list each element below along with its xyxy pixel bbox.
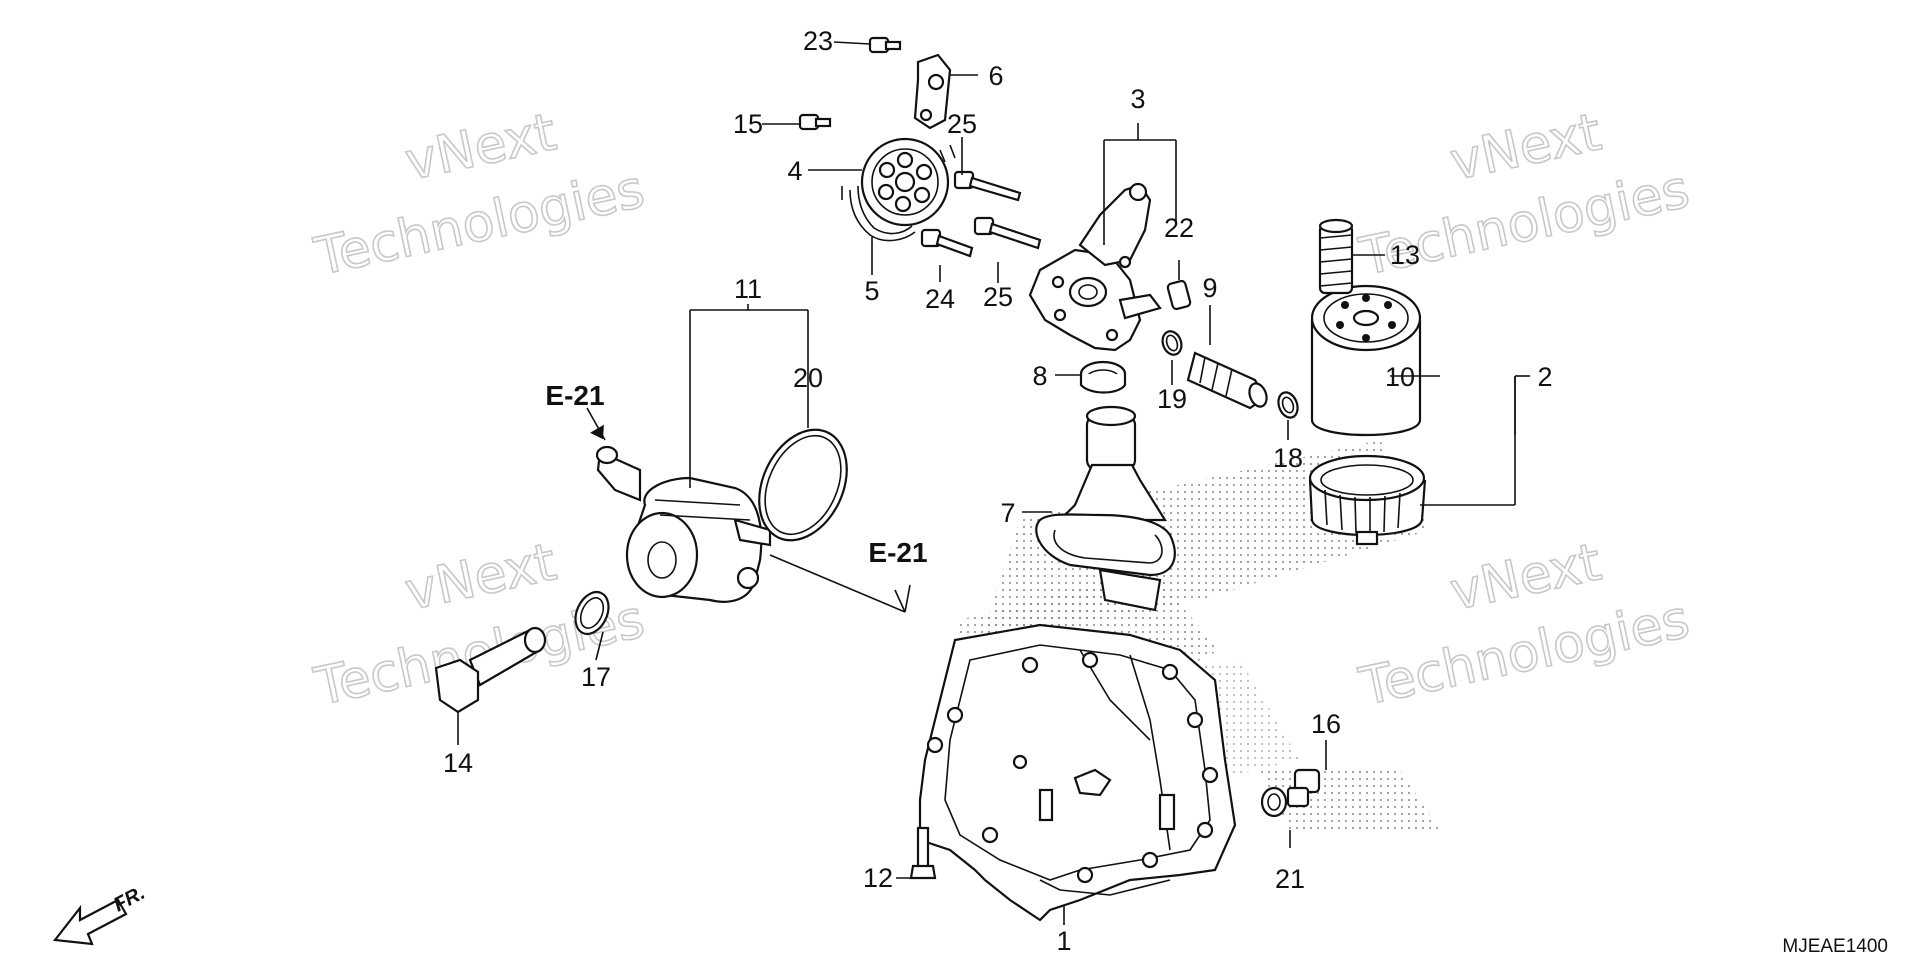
- watermark-line1: vNext: [400, 532, 561, 622]
- label-1: 1: [1056, 926, 1071, 956]
- label-5: 5: [864, 276, 879, 306]
- label-6: 6: [988, 61, 1003, 91]
- o-ring-part: [758, 428, 848, 542]
- part-labels: 23 6 15 25 4 5 24 25 3 22 9 19 18 8 7 10…: [443, 26, 1553, 956]
- sprocket-part: [860, 137, 950, 227]
- label-13: 13: [1390, 240, 1420, 270]
- label-25-upper: 25: [947, 109, 977, 139]
- label-11: 11: [734, 274, 762, 304]
- oil-strainer-part: [1035, 405, 1176, 612]
- label-12: 12: [863, 863, 893, 893]
- washer-21-part: [1260, 786, 1288, 818]
- label-22: 22: [1164, 213, 1194, 243]
- label-21: 21: [1275, 864, 1305, 894]
- oil-filter-part: [1310, 284, 1422, 437]
- label-9: 9: [1202, 273, 1217, 303]
- o-ring-part: [1277, 391, 1299, 419]
- label-14: 14: [443, 748, 473, 778]
- dowel-pin-part: [1166, 279, 1192, 311]
- bolt-25-upper-part: [953, 170, 1022, 202]
- label-23: 23: [803, 26, 833, 56]
- oil-pan-part: [918, 623, 1237, 922]
- watermark-line1: vNext: [1445, 102, 1606, 192]
- label-7: 7: [1000, 498, 1015, 528]
- bolt-15-part: [798, 113, 832, 131]
- stud-part: [1318, 218, 1354, 295]
- filter-cup-part: [1308, 454, 1427, 546]
- watermark-line1: vNext: [1445, 532, 1606, 622]
- seal-ring-part: [1079, 360, 1127, 394]
- ref-e21-upper: E-21: [545, 380, 604, 411]
- oil-pump-part: [1028, 182, 1162, 352]
- label-3: 3: [1130, 84, 1145, 114]
- chain-part: [841, 144, 956, 242]
- label-17: 17: [581, 662, 611, 692]
- front-arrow-icon: [52, 898, 128, 946]
- drain-bolt-16-part: [1286, 768, 1321, 808]
- bolt-23-part: [868, 36, 902, 54]
- label-19: 19: [1157, 384, 1187, 414]
- guide-bracket-part: [913, 53, 952, 130]
- washer-17-part: [574, 590, 610, 636]
- bolt-25-lower-part: [973, 216, 1042, 250]
- label-8: 8: [1032, 361, 1047, 391]
- watermark-line1: vNext: [400, 102, 561, 192]
- oil-pipe-part: [1186, 351, 1268, 410]
- ref-e21-lower: E-21: [868, 537, 927, 568]
- label-18: 18: [1273, 443, 1303, 473]
- label-20: 20: [793, 363, 823, 393]
- label-10: 10: [1385, 362, 1415, 392]
- bolt-24-part: [920, 228, 974, 258]
- watermark-line2: Technologies: [1354, 590, 1694, 718]
- label-24: 24: [925, 284, 955, 314]
- label-4: 4: [787, 156, 802, 186]
- label-16: 16: [1311, 709, 1341, 739]
- oil-cooler-part: [595, 445, 772, 603]
- label-25-lower: 25: [983, 282, 1013, 312]
- watermark-line2: Technologies: [309, 160, 649, 288]
- label-2: 2: [1537, 362, 1552, 392]
- front-direction-marker: FR.: [52, 882, 149, 946]
- bolt-14-part: [434, 626, 547, 714]
- bolt-12-part: [909, 826, 937, 880]
- diagram-code: MJEAE1400: [1782, 936, 1888, 957]
- o-ring-part: [1161, 330, 1183, 356]
- label-15: 15: [733, 109, 763, 139]
